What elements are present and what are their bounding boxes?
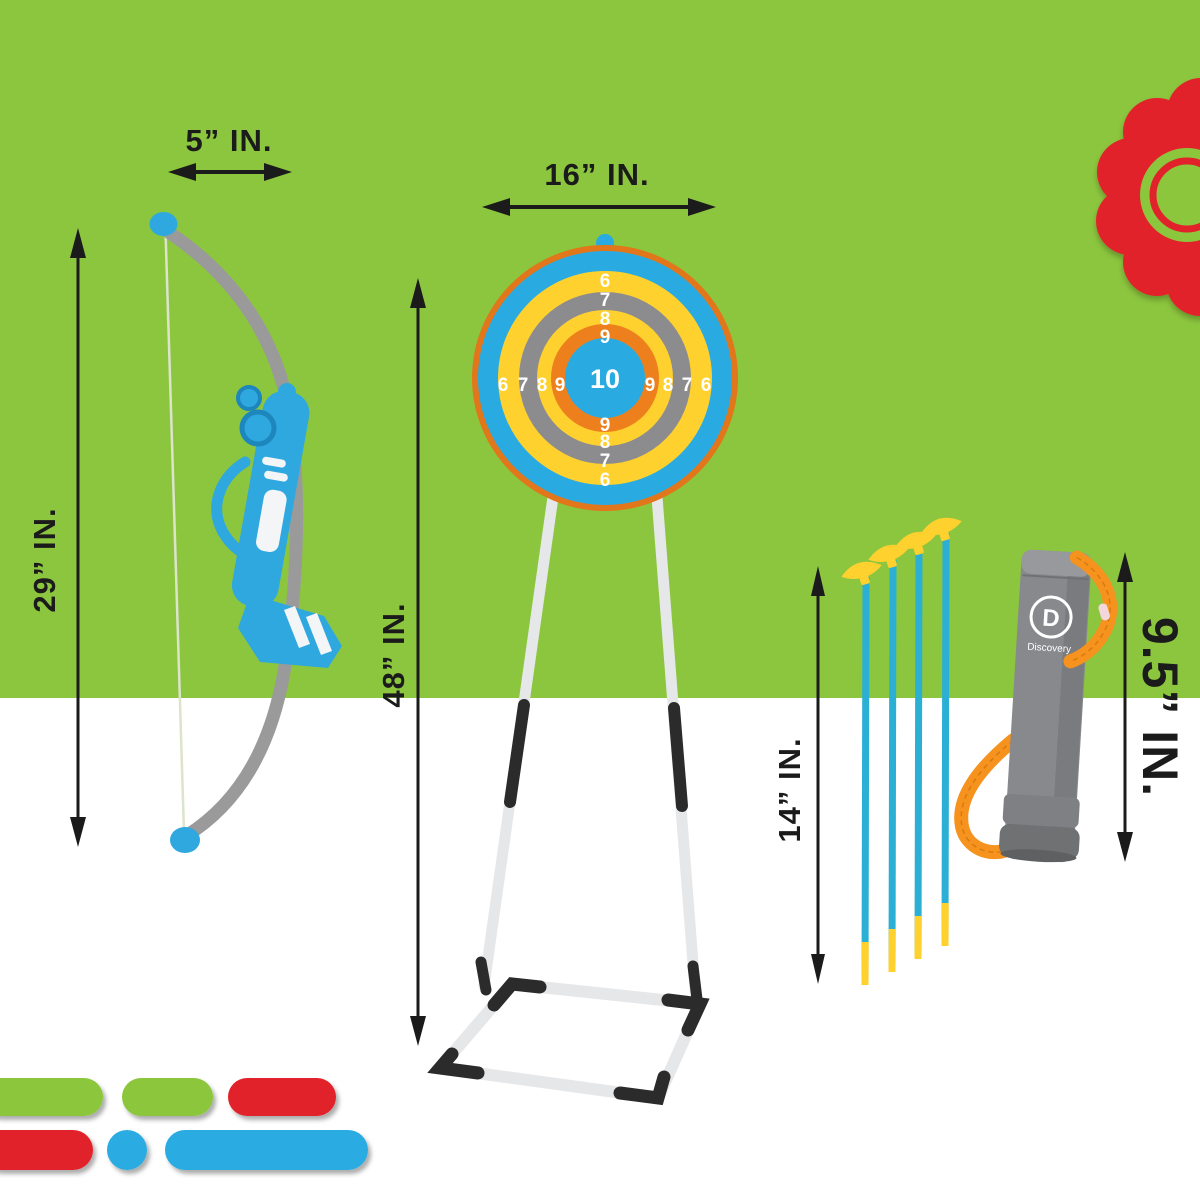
bow-top-suction-cup-icon [149,212,178,236]
suction-cup-icon [895,531,936,556]
quiver: D Discovery [954,549,1118,863]
archery-target: 6 7 8 9 9 8 7 6 6 7 8 9 9 8 7 6 10 [472,234,738,511]
target-width-label: 16” IN. [544,157,649,192]
arrow-length-measurement: 14” IN. [772,566,825,984]
target-score: 9 [600,327,611,348]
target-score: 9 [555,375,566,396]
suction-cup-icon [921,517,962,542]
flower-decoration-icon [1096,78,1200,316]
stand-height-measurement: 48” IN. [376,278,426,1046]
bow-limb [160,224,304,843]
target-score: 7 [682,375,693,396]
bow-width-measurement: 5” IN. [168,123,292,181]
target-score: 7 [600,451,611,472]
target-bullseye [565,338,645,418]
toy-arrows [841,517,962,986]
quiver-body-shading [1050,554,1091,861]
target-score: 8 [600,309,611,330]
toy-arrow [841,561,882,986]
target-score: 7 [600,290,611,311]
target-stand [427,491,710,1106]
right-leg-foot-connector [687,960,703,1005]
quiver-bottom-ridge [1002,793,1080,828]
bow-riser [211,383,342,668]
pill-blue [165,1130,368,1170]
target-score: 8 [600,432,611,453]
suction-cup-icon [841,561,882,586]
target-score: 6 [498,375,509,396]
target-score: 7 [518,375,529,396]
quiver-height-measurement: 9.5” IN. [1117,552,1188,862]
pill-red [228,1078,336,1116]
left-leg-foot-connector [475,956,492,996]
quiver-height-label: 9.5” IN. [1132,617,1188,797]
dot-blue [107,1130,147,1170]
bow-string [164,230,186,834]
stand-height-label: 48” IN. [376,602,411,707]
target-score: 9 [645,375,656,396]
toy-arrow [921,517,962,947]
bow-height-label: 29” IN. [27,507,62,612]
quiver-logo: D Discovery [1027,595,1073,656]
target-score: 6 [600,470,611,491]
suction-cup-icon [868,544,909,569]
pill-green [122,1078,213,1116]
pill-green [0,1078,103,1116]
target-score: 8 [537,375,548,396]
left-leg-black-band [504,699,530,808]
bow-width-label: 5” IN. [186,123,273,158]
bow-height-measurement: 29” IN. [27,228,86,847]
target-width-measurement: 16” IN. [482,157,716,216]
quiver-logo-text: Discovery [1027,642,1071,656]
target-center-score: 10 [590,364,620,394]
target-score: 9 [600,415,611,436]
stand-base [427,977,710,1106]
arrow-length-label: 14” IN. [772,737,807,842]
quiver-strap-buckle [1098,603,1110,621]
toy-bow [149,212,342,853]
target-score: 6 [600,271,611,292]
toy-arrow [868,544,909,973]
decorative-pills [0,1078,368,1170]
pill-red [0,1130,93,1170]
right-leg-black-band [668,702,688,812]
bow-bottom-suction-cup-icon [170,827,200,853]
target-score: 8 [663,375,674,396]
quiver-logo-initial: D [1041,605,1060,633]
background-bottom [0,698,1200,1200]
target-score: 6 [701,375,712,396]
toy-arrow [895,531,936,960]
